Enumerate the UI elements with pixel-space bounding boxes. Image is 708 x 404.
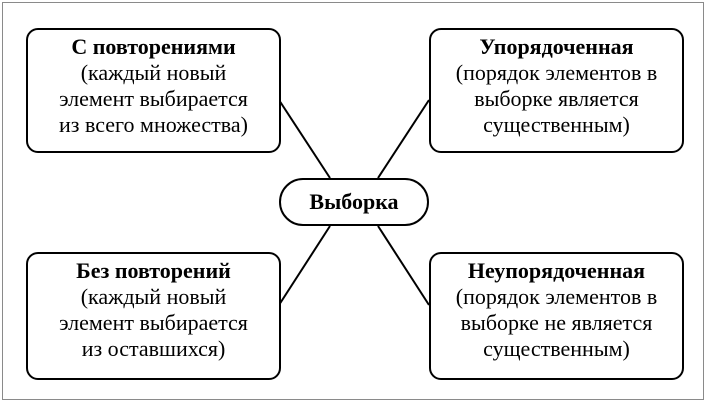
center-node-sample: Выборка: [279, 178, 429, 226]
node-desc-line: элемент выбирается: [59, 310, 248, 335]
node-desc-line: выборке является: [474, 86, 639, 111]
connector-bottom-right: [377, 225, 430, 306]
node-desc-line: существенным): [483, 336, 630, 361]
node-desc-line: (каждый новый: [80, 60, 227, 85]
node-title: С повторениями: [71, 34, 236, 59]
connector-bottom-left: [278, 225, 331, 306]
node-title: Неупорядоченная: [467, 258, 646, 283]
node-desc-line: (каждый новый: [80, 284, 227, 309]
node-desc-line: существенным): [483, 112, 630, 137]
connector-top-left: [278, 99, 331, 179]
node-desc-line: выборке не является: [460, 310, 653, 335]
node-ordered: Упорядоченная (порядок элементов в выбор…: [429, 28, 684, 153]
node-without-repetitions: Без повторений (каждый новый элемент выб…: [26, 252, 281, 380]
node-with-repetitions: С повторениями (каждый новый элемент выб…: [26, 28, 281, 153]
node-desc-line: из всего множества): [59, 112, 248, 137]
node-desc-line: (порядок элементов в: [455, 284, 658, 309]
node-unordered: Неупорядоченная (порядок элементов в выб…: [429, 252, 684, 380]
node-desc-line: из оставшихся): [81, 336, 226, 361]
node-desc-line: элемент выбирается: [59, 86, 248, 111]
node-title: Упорядоченная: [479, 34, 634, 59]
node-title: Без повторений: [76, 258, 231, 283]
node-desc-line: (порядок элементов в: [455, 60, 658, 85]
connector-top-right: [377, 99, 430, 179]
